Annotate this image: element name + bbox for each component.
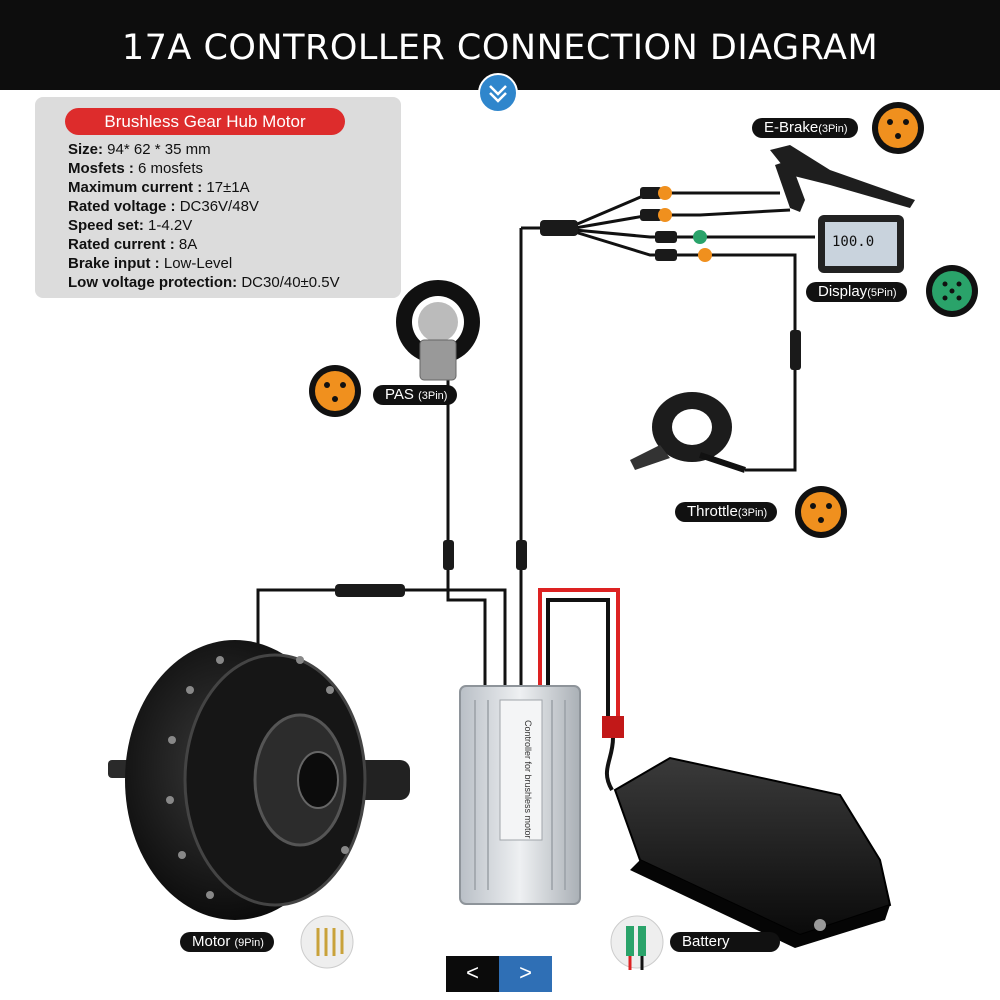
spec-row-speed-set: Speed set: 1-4.2V [68,217,193,234]
inline-connectors [335,187,801,597]
pas-sensor [396,280,480,381]
pas-wire [446,375,487,690]
battery-pack [613,756,892,948]
spec-panel: Brushless Gear Hub Motor Size: 94* 62 * … [35,97,401,298]
svg-text:100.0: 100.0 [832,234,874,250]
battery-connector-icon [610,915,664,970]
display-connector-icon [926,265,978,317]
spec-row-brake-input: Brake input : Low-Level [68,255,233,272]
controller-label: Controller for brushless motor [523,720,533,839]
page-title: 17A CONTROLLER CONNECTION DIAGRAM [121,28,879,68]
motor-connector-icon [300,915,354,969]
throttle-grip [630,392,746,473]
spec-row-rated-voltage: Rated voltage : DC36V/48V [68,198,259,215]
throttle-connector-icon [795,486,847,538]
controller-box: Controller for brushless motor [459,685,581,905]
pas-connector-icon [309,365,361,417]
ebrake-levers [770,145,915,212]
spec-list: Size: 94* 62 * 35 mm Mosfets : 6 mosfets… [68,140,340,292]
throttle-label: Throttle(3Pin) [675,502,778,522]
connector-caps [658,186,712,262]
next-button[interactable]: > [499,956,552,992]
ebrake-connector-icon [872,102,924,154]
spec-row-rated-current: Rated current : 8A [68,236,198,253]
spec-row-max-current: Maximum current : 17±1A [68,179,250,196]
lcd-display: 100.0 [818,215,904,273]
display-branch [574,228,815,239]
wires [256,191,815,690]
spec-row-size: Size: 94* 62 * 35 mm [68,141,211,158]
prev-button[interactable]: < [446,956,499,992]
spec-row-mosfets: Mosfets : 6 mosfets [68,160,204,177]
throttle-branch [574,230,797,472]
scroll-down-button[interactable] [478,73,518,113]
double-chevron-down-icon [489,85,507,103]
motor-label: Motor (9Pin) [180,932,274,952]
spec-row-low-voltage: Low voltage protection: DC30/40±0.5V [68,274,340,291]
battery-leads [538,588,624,792]
ebrake-branch-2 [574,208,791,230]
hub-motor [108,640,410,920]
battery-label: Battery [670,932,780,952]
pas-label: PAS (3Pin) [373,385,458,405]
ebrake-branch-1 [574,191,780,227]
spec-badge: Brushless Gear Hub Motor [65,108,345,135]
ebrake-label: E-Brake(3Pin) [752,118,858,138]
display-label: Display(5Pin) [806,282,907,302]
